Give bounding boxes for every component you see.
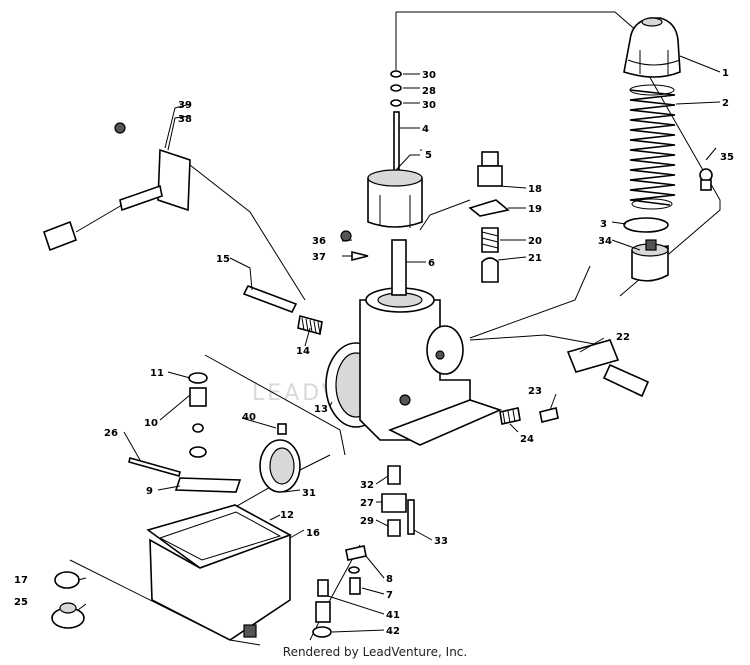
- leader-lines: [77, 55, 721, 633]
- part-carburetor-body: [325, 239, 503, 446]
- callout-33: 33: [434, 536, 448, 547]
- callout-29: 29: [360, 516, 374, 527]
- callout-24: 24: [520, 434, 534, 445]
- part-spring: [629, 84, 676, 210]
- callout-19: 19: [528, 204, 542, 215]
- part-throttle-stop-screw: [242, 284, 323, 336]
- callout-39: 39: [178, 100, 192, 111]
- part-float-pin: [128, 457, 181, 477]
- part-needle-valve: [188, 372, 208, 458]
- callout-31: 31: [302, 488, 316, 499]
- part-throttle-sensor: [42, 122, 191, 252]
- callout-2: 2: [722, 98, 729, 109]
- part-starter-plunger-group: [468, 151, 510, 283]
- callout-36: 36: [312, 236, 326, 247]
- callout-6: 6: [428, 258, 435, 269]
- callout-3: 3: [600, 219, 607, 230]
- credit-line: Rendered by LeadVenture, Inc.: [282, 645, 468, 659]
- callout-15: 15: [216, 254, 230, 265]
- callout-28: 28: [422, 86, 436, 97]
- callout-42: 42: [386, 626, 400, 637]
- callout-7: 7: [386, 590, 393, 601]
- callout-32: 32: [360, 480, 374, 491]
- part-plate-and-holder: [623, 217, 669, 282]
- part-bowl-screw: [345, 545, 367, 595]
- part-screw-36-37: [340, 230, 369, 262]
- callout-1: 1: [722, 68, 729, 79]
- callout-4: 4: [422, 124, 429, 135]
- callout-8: 8: [386, 574, 393, 585]
- callout-26: 26: [104, 428, 118, 439]
- callout-18: 18: [528, 184, 542, 195]
- callout-40: 40: [242, 412, 256, 423]
- part-float-arm: [174, 477, 242, 493]
- part-float: [259, 423, 301, 493]
- part-screw-35: [699, 168, 713, 191]
- callout-22: 22: [616, 332, 630, 343]
- callout-41: 41: [386, 610, 400, 621]
- callout-14: 14: [296, 346, 310, 357]
- callout-10: 10: [144, 418, 158, 429]
- callout-25: 25: [14, 597, 28, 608]
- callout-12: 12: [280, 510, 294, 521]
- callout-38: 38: [178, 114, 192, 125]
- callout-35: 35: [720, 152, 734, 163]
- callout-16: 16: [306, 528, 320, 539]
- callout-5: 5: [425, 150, 432, 161]
- callout-labels: 1 2 3 4 5 6 7 8 9 10 11 12 13 14 15 16 1…: [14, 68, 734, 637]
- callout-30-top: 30: [422, 70, 436, 81]
- part-float-bowl: [146, 504, 292, 641]
- callout-23: 23: [528, 386, 542, 397]
- callout-30-bottom: 30: [422, 100, 436, 111]
- callout-9: 9: [146, 486, 153, 497]
- callout-37: 37: [312, 252, 326, 263]
- callout-27: 27: [360, 498, 374, 509]
- part-jet-holder: [312, 579, 332, 638]
- callout-21: 21: [528, 253, 542, 264]
- part-cable-adjuster: [566, 339, 650, 398]
- callout-13: 13: [314, 404, 328, 415]
- part-main-jet-group: [381, 465, 415, 537]
- callout-20: 20: [528, 236, 542, 247]
- callout-34: 34: [598, 236, 612, 247]
- callout-11: 11: [150, 368, 164, 379]
- callout-17: 17: [14, 575, 28, 586]
- part-throttle-slide: [367, 169, 423, 228]
- part-needle-clips: [390, 70, 402, 107]
- part-air-screw: [499, 407, 559, 425]
- part-drain-plug: [51, 571, 85, 629]
- part-top-cap: [623, 17, 681, 78]
